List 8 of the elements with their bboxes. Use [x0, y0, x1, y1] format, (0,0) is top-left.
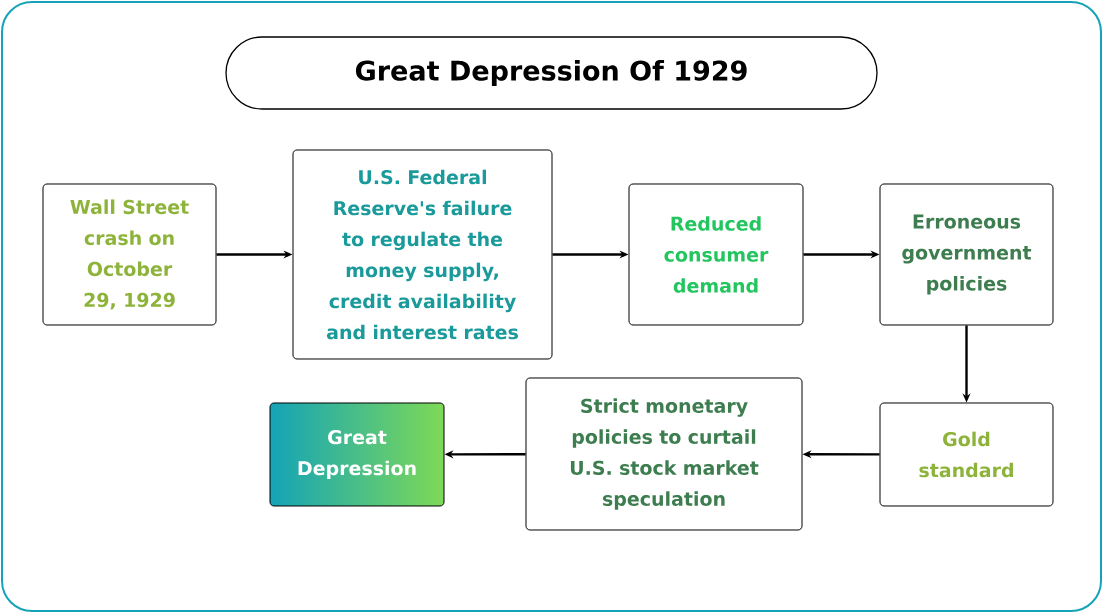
- process-box: Gold standard: [879, 402, 1054, 507]
- process-box: Reduced consumer demand: [628, 183, 804, 326]
- process-box: U.S. Federal Reserve's failure to regulate the money supply, credit availability and interest rates: [292, 149, 553, 360]
- process-box: Great Depression: [269, 402, 445, 507]
- process-box: Erroneous government policies: [879, 183, 1054, 326]
- process-box: Wall Street crash on October 29, 1929: [42, 183, 217, 326]
- title-banner: Great Depression Of 1929: [225, 36, 878, 110]
- process-box: Strict monetary policies to curtail U.S. stock market speculation: [525, 377, 803, 531]
